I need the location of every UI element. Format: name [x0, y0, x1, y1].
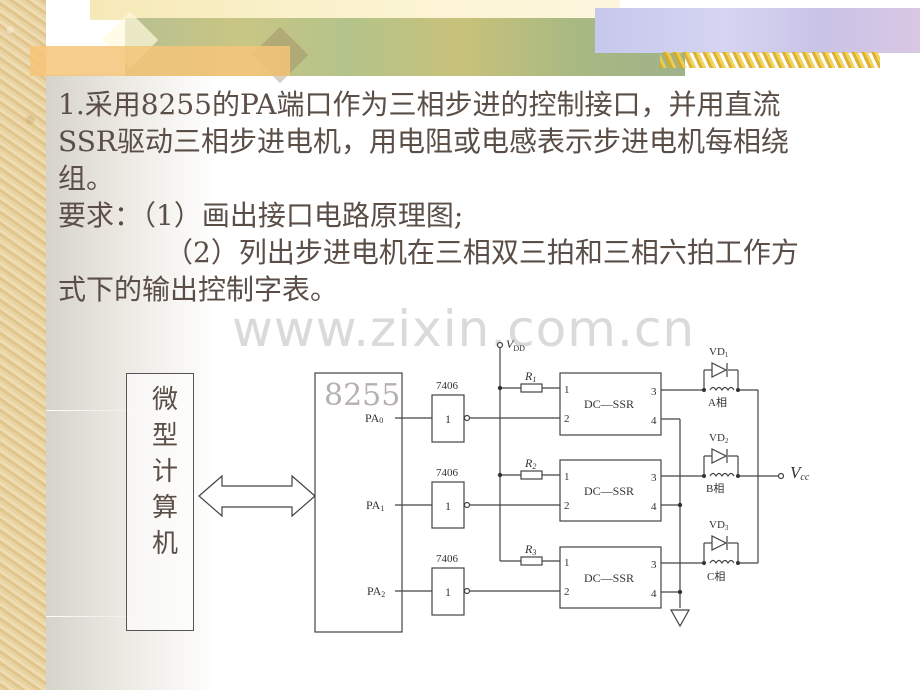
ssr-block-3 [559, 546, 662, 609]
watermark: www.zixin.com.cn [232, 300, 696, 358]
inverter-symbol-1: 1 [445, 412, 451, 426]
inverter-part-2: 7406 [436, 467, 459, 479]
microcomputer-block [126, 373, 194, 631]
phase-c-label: C相 [707, 570, 725, 583]
svg-text:1: 1 [564, 384, 570, 396]
svg-text:1: 1 [564, 557, 570, 569]
inverter-7406-2 [431, 481, 465, 529]
resistor-r1-label: R1 [524, 369, 536, 384]
svg-text:3: 3 [651, 472, 657, 484]
ssr-1-label: DC—SSR [584, 397, 634, 411]
bus-arrow-icon [198, 474, 316, 518]
svg-text:2: 2 [564, 500, 570, 512]
ssr-2-label: DC—SSR [584, 484, 634, 498]
inverter-part-1: 7406 [436, 380, 459, 392]
microcomputer-label: 微 型 计 算 机 [151, 385, 178, 559]
resistor-r2-label: R2 [524, 456, 536, 471]
phase-a-coil [703, 362, 739, 392]
pin-pa2: PA2 [367, 584, 385, 599]
chip-8255-block [314, 372, 403, 633]
phase-b-coil [703, 448, 739, 478]
question-line-3: 组。 [58, 162, 115, 195]
left-texture-band [0, 0, 46, 690]
ssr-block-2 [559, 459, 662, 522]
vdd-label: VDD [506, 337, 525, 353]
inverter-part-3: 7406 [436, 553, 459, 565]
requirement-2-cont: 式下的输出控制字表。 [58, 273, 339, 306]
ssr-block-1 [559, 372, 662, 436]
inverter-symbol-2: 1 [445, 499, 451, 513]
vcc-label: Vcc [790, 463, 810, 483]
svg-text:4: 4 [651, 415, 657, 427]
diode-vd3-label: VD3 [709, 519, 729, 532]
svg-text:3: 3 [651, 386, 657, 398]
header-banner [0, 0, 920, 84]
resistor-r3-label: R3 [524, 542, 536, 557]
diode-vd1-label: VD1 [709, 346, 729, 359]
ssr-3-label: DC—SSR [584, 571, 634, 585]
svg-text:2: 2 [564, 413, 570, 425]
diode-vd2-label: VD2 [709, 432, 729, 445]
decor-line [46, 410, 156, 411]
phase-c-coil [703, 535, 739, 565]
requirement-1: 要求：（1）画出接口电路原理图; [58, 199, 464, 232]
phase-b-label: B相 [706, 482, 724, 495]
ground-icon [669, 609, 691, 628]
inverter-symbol-3: 1 [445, 585, 451, 599]
question-line-1: 1.采用8255的PA端口作为三相步进的控制接口，并用直流 [58, 88, 781, 121]
question-line-2: SSR驱动三相步进电机，用电阻或电感表示步进电机每相绕 [58, 125, 789, 158]
requirement-2: （2）列出步进电机在三相双三拍和三相六拍工作方 [165, 236, 799, 269]
svg-text:1: 1 [564, 471, 570, 483]
phase-a-label: A相 [708, 396, 727, 409]
question-text: 1.采用8255的PA端口作为三相步进的控制接口，并用直流 SSR驱动三相步进电… [58, 86, 868, 308]
decor-line [46, 616, 156, 617]
svg-text:4: 4 [651, 501, 657, 513]
svg-text:2: 2 [564, 586, 570, 598]
resistor-r2 [520, 470, 543, 480]
svg-text:4: 4 [651, 588, 657, 600]
resistor-r1 [520, 383, 543, 393]
pin-pa1: PA1 [366, 498, 384, 513]
svg-text:3: 3 [651, 559, 657, 571]
resistor-r3 [520, 556, 543, 566]
pin-pa0: PA0 [365, 411, 383, 425]
inverter-7406-3 [431, 567, 465, 616]
